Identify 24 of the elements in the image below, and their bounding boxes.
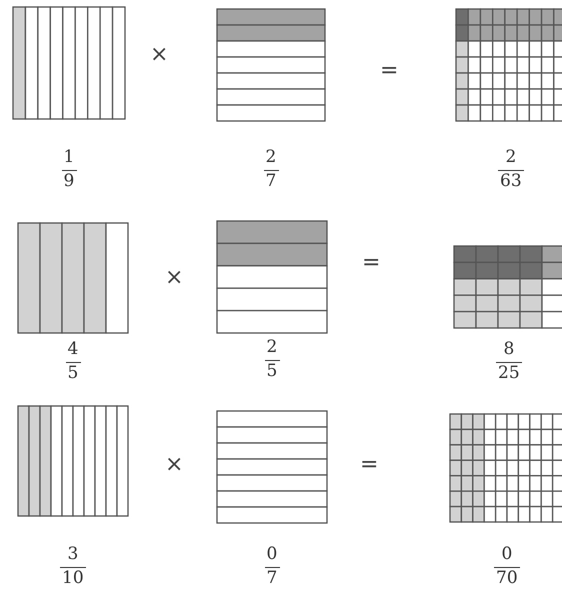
fraction-numerator: 3 [68,545,78,565]
operator-sign: = [360,452,378,477]
operator-sign: × [165,265,184,290]
fraction-denominator: 9 [64,172,74,192]
fraction-numerator: 0 [266,545,278,565]
fraction-numerator: 8 [504,340,514,360]
fraction-denominator: 7 [266,569,278,589]
fraction-denominator: 25 [498,364,520,384]
operator-sign: = [380,58,398,83]
fraction-denominator: 5 [68,364,78,384]
fraction-denominator: 7 [266,172,276,192]
fraction-denominator: 10 [62,569,84,589]
fraction-denominator: 5 [266,362,278,382]
fraction-denominator: 63 [500,172,522,192]
fraction-numerator: 1 [64,148,74,168]
operator-sign: × [150,42,168,67]
fraction-numerator: 2 [506,148,516,168]
fraction-numerator: 2 [266,148,276,168]
operator-sign: = [362,250,380,275]
fraction-denominator: 70 [496,569,518,589]
operator-sign: × [165,452,184,477]
fraction-numerator: 0 [502,545,512,565]
fraction-numerator: 4 [68,340,78,360]
fraction-numerator: 2 [266,338,278,358]
